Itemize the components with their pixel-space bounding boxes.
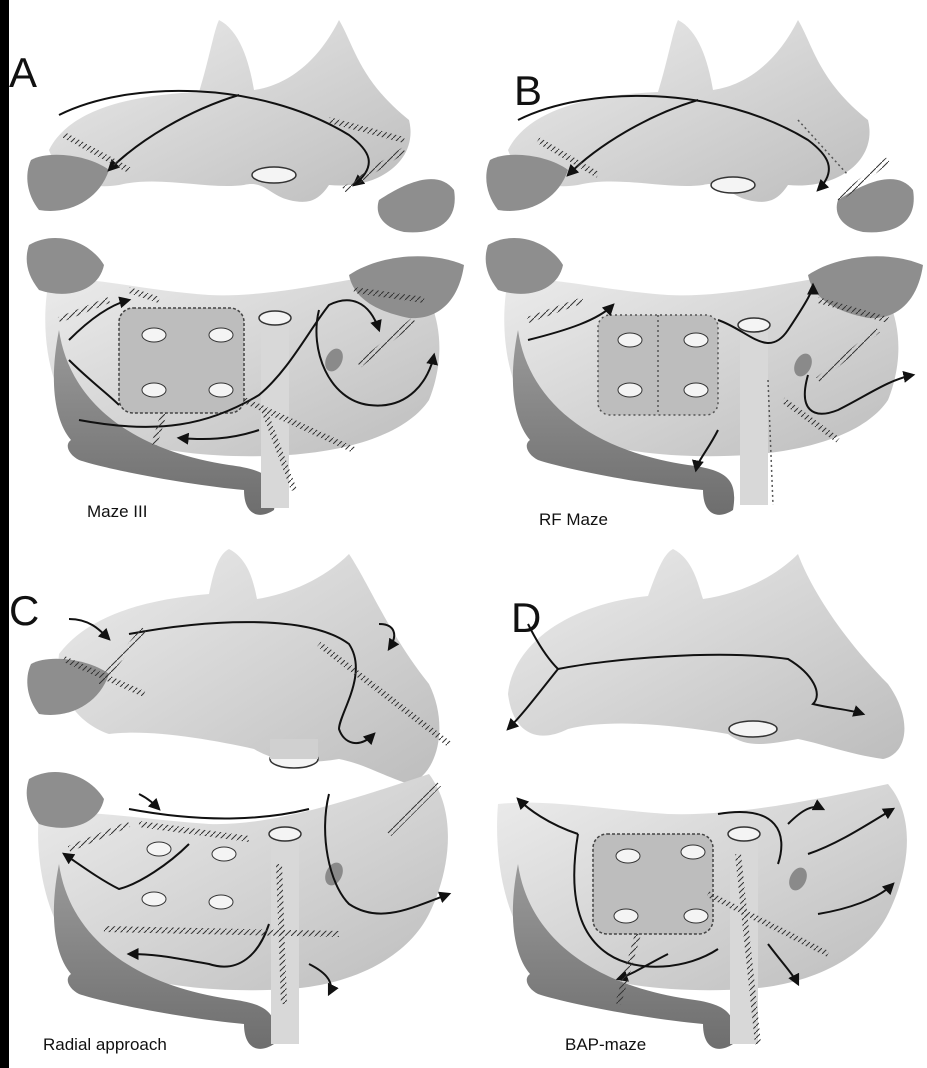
panel-d-caption: BAP-maze <box>565 1036 646 1053</box>
pulmonary-vein-ostium <box>684 333 708 347</box>
figure: A Maze III <box>9 0 927 1068</box>
appendage-right <box>378 179 455 232</box>
panel-a-letter: A <box>9 52 37 94</box>
panel-c-caption: Radial approach <box>43 1036 167 1053</box>
panel-b-caption: RF Maze <box>539 511 608 528</box>
panel-a-caption: Maze III <box>87 503 147 520</box>
panel-c-illustration <box>9 534 468 1068</box>
appendage-left <box>27 155 109 211</box>
vessel-ostium <box>252 167 296 183</box>
panel-c-letter: C <box>9 590 39 632</box>
panel-d-letter: D <box>511 597 541 639</box>
vena-cava <box>740 325 768 505</box>
pulmonary-vein-ostium <box>618 333 642 347</box>
pulmonary-vein-ostium <box>142 892 166 906</box>
panel-d: D BAP-maze <box>468 534 927 1068</box>
appendage-right <box>837 179 914 232</box>
panel-a-illustration <box>9 0 468 534</box>
conduction-path <box>139 794 159 809</box>
pulmonary-vein-ostium <box>209 383 233 397</box>
vessel-stub <box>270 739 318 759</box>
pulmonary-vein-ostium <box>142 328 166 342</box>
pulmonary-vein-ostium <box>147 842 171 856</box>
pulmonary-vein-ostium <box>212 847 236 861</box>
vena-cava-ostium <box>259 311 291 325</box>
pulmonary-vein-ostium <box>209 328 233 342</box>
vena-cava <box>271 834 299 1044</box>
pulmonary-vein-ostium <box>616 849 640 863</box>
panel-c: C Radial approach <box>9 534 468 1068</box>
pulmonary-vein-ostium <box>684 383 708 397</box>
vena-cava-ostium <box>738 318 770 332</box>
pulmonary-vein-ostium <box>209 895 233 909</box>
panel-b-letter: B <box>514 70 542 112</box>
vena-cava-ostium <box>728 827 760 841</box>
pulmonary-vein-ostium <box>614 909 638 923</box>
appendage-left <box>486 155 568 211</box>
panel-b: B RF Maze <box>468 0 927 534</box>
pulmonary-vein-ostium <box>142 383 166 397</box>
pulmonary-vein-box <box>119 308 244 413</box>
pulmonary-vein-ostium <box>681 845 705 859</box>
pulmonary-vein-ostium <box>618 383 642 397</box>
panel-a: A Maze III <box>9 0 468 534</box>
vessel-ostium <box>729 721 777 737</box>
pulmonary-vein-ostium <box>684 909 708 923</box>
vena-cava-ostium <box>269 827 301 841</box>
vessel-ostium <box>711 177 755 193</box>
